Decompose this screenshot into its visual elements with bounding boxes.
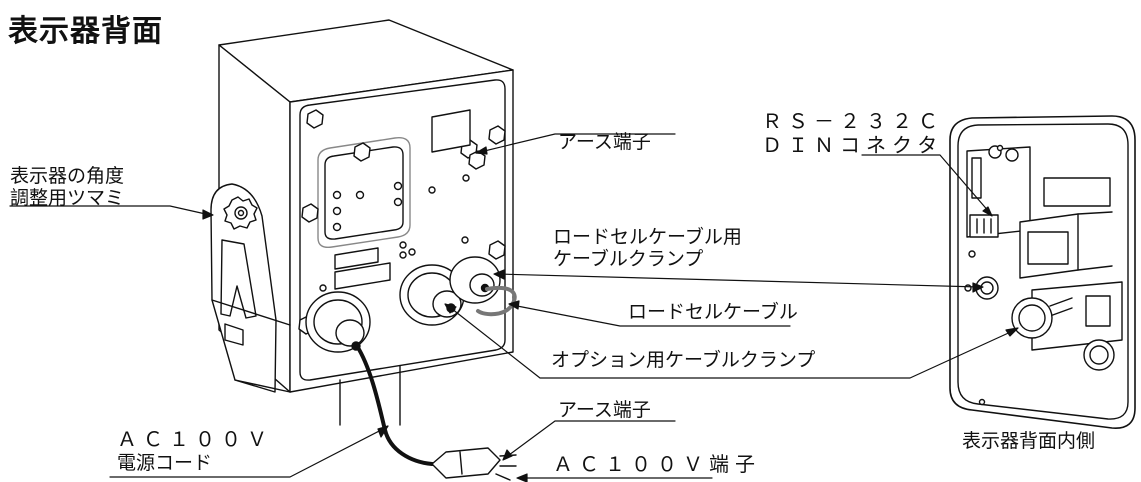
label-loadcell-cable: ロードセルケーブル	[628, 301, 798, 323]
cable-clamp-power	[306, 292, 370, 352]
label-loadcell-clamp-line1: ロードセルケーブル用	[553, 226, 742, 248]
label-ground-terminal-top: アース端子	[558, 131, 651, 153]
ac100v-plug	[432, 448, 516, 480]
rear-inside-panel	[950, 116, 1135, 428]
display-buttons	[334, 183, 402, 231]
label-ac100v-terminal: ＡＣ１００Ｖ端子	[553, 452, 761, 476]
label-ac100v-line2: 電源コード	[117, 452, 213, 474]
label-loadcell-clamp-line2: ケーブルクランプ	[553, 248, 704, 270]
label-plates	[335, 248, 390, 289]
label-rs232c: ＲＳ－２３２Ｃ	[762, 109, 944, 133]
small-screws	[320, 175, 469, 291]
label-rear-inside: 表示器背面内側	[962, 430, 1096, 452]
angle-knob	[224, 197, 257, 229]
label-ac100v-line1: ＡＣ１００Ｖ	[117, 427, 273, 451]
cable-clamp-loadcell	[450, 257, 500, 303]
label-ground-terminal-bottom: アース端子	[558, 399, 651, 421]
ground-terminal	[432, 110, 470, 152]
leader-lines	[10, 134, 1018, 482]
label-din-connector: ＤＩＮコネクタ	[762, 133, 944, 157]
diagram-title: 表示器背面	[8, 14, 163, 49]
label-angle-knob-line2: 調整用ツマミ	[10, 187, 125, 209]
support-post	[340, 366, 400, 425]
label-angle-knob-line1: 表示器の角度	[10, 165, 125, 187]
label-option-clamp: オプション用ケーブルクランプ	[551, 349, 816, 371]
angle-stand	[211, 184, 290, 392]
